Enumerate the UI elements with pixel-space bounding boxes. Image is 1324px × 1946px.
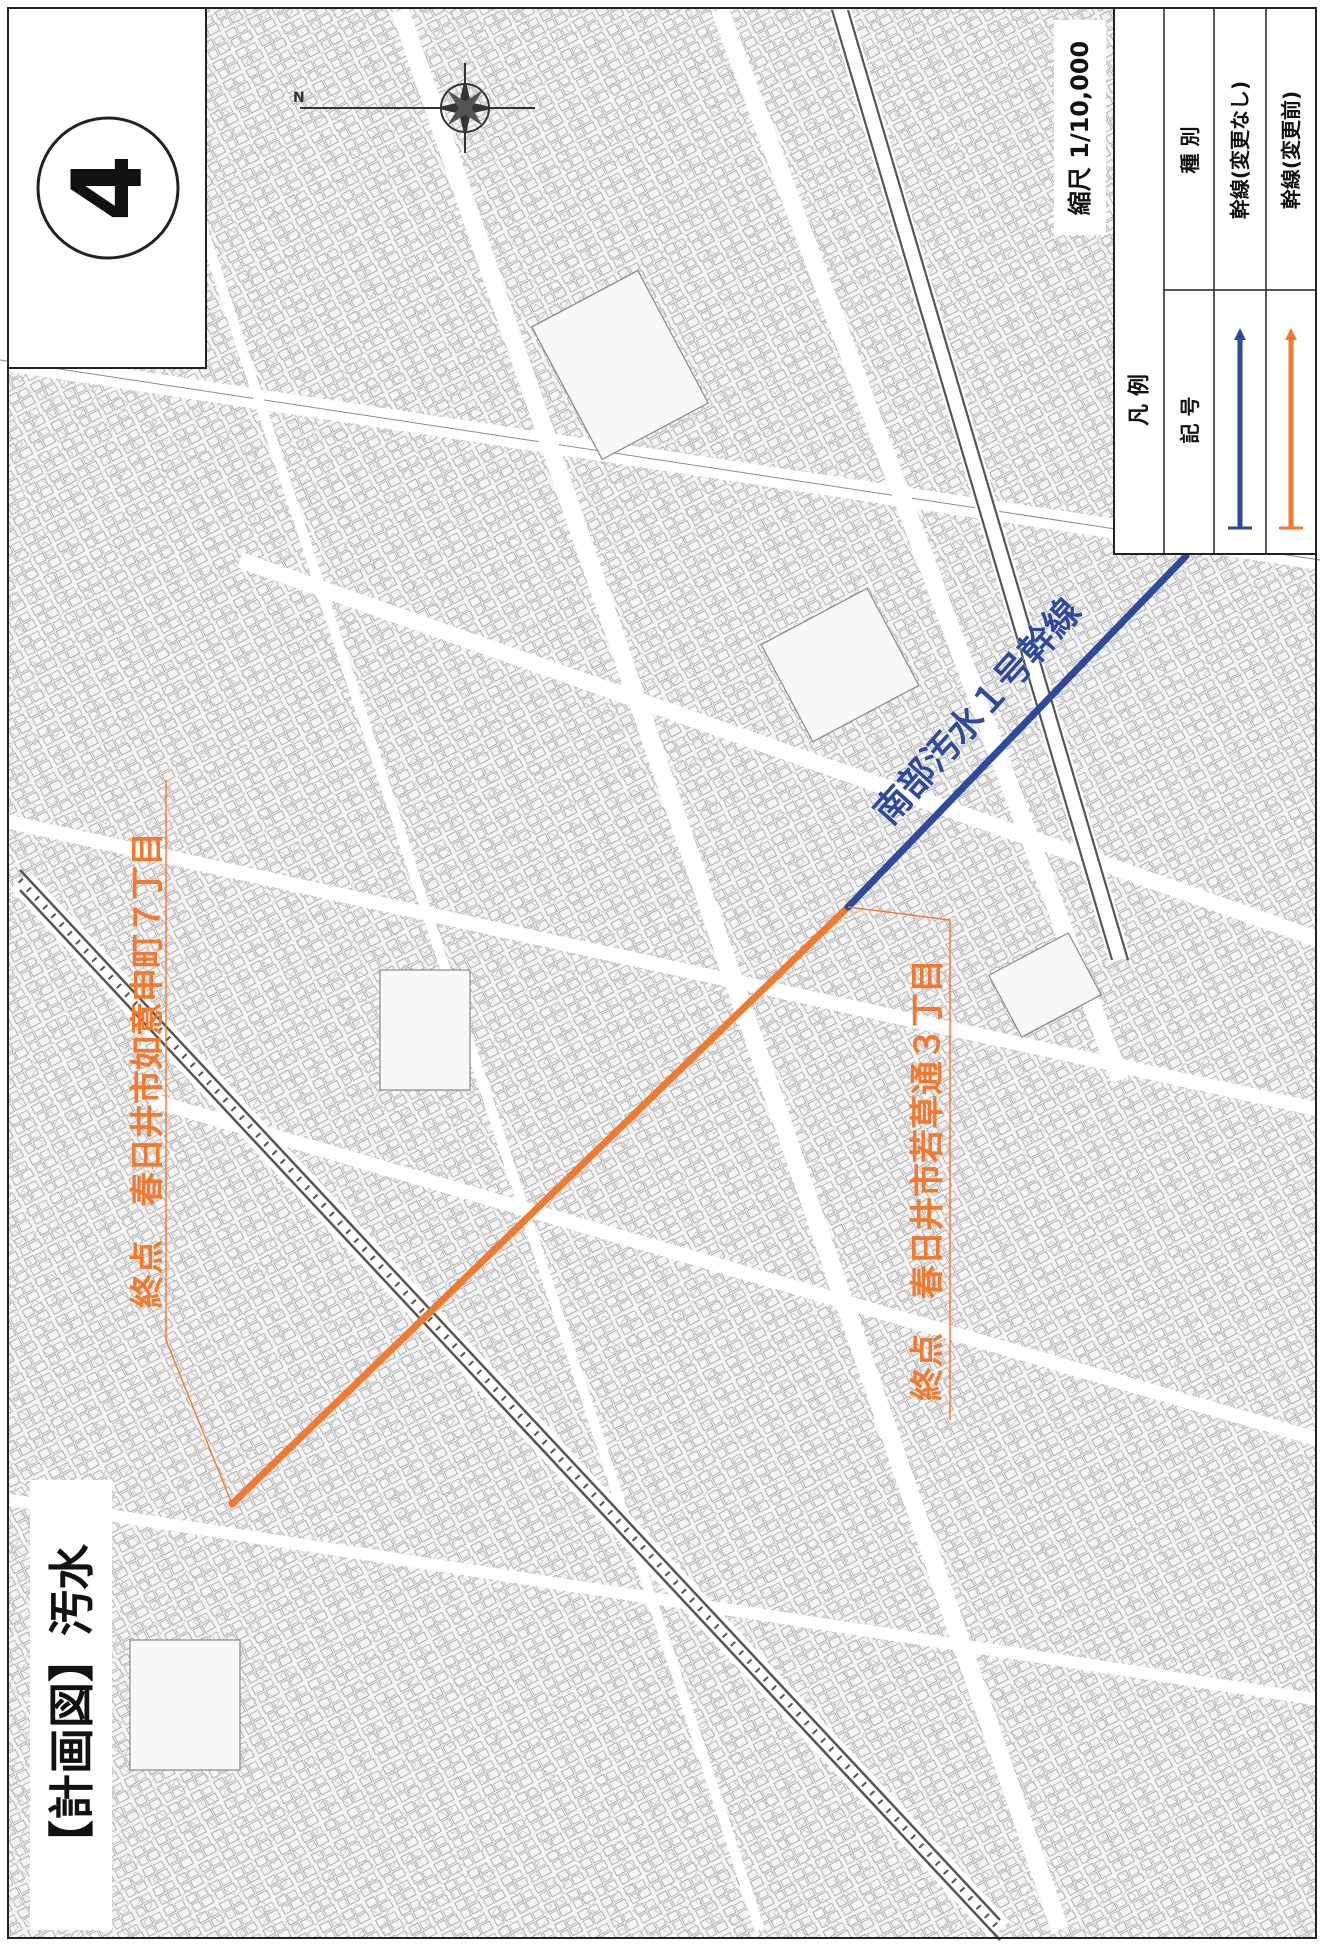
large-facilities [129,269,1102,1771]
basemap [0,6,1323,1941]
plan-title: 【計画図】汚水 [45,1543,99,1866]
road-network [0,6,1323,1933]
map-frame [7,7,1317,1939]
endpoint-lower-label: 終点 春日井市若草通３丁目 [908,959,948,1401]
sheet-number-box: 4 [7,7,207,369]
legend-blue-arrow-icon [1234,328,1246,340]
upper-endpoint-leader [165,780,233,1505]
scale-label: 縮尺 1/10,000 [1066,41,1094,215]
svg-text:N: N [293,90,305,106]
railway [10,6,1131,1941]
orange-trunk-line [228,903,852,1508]
sheet-number: 4 [52,155,164,222]
scale-label-group: 縮尺 1/10,000 [1054,20,1106,235]
legend-orange-arrow-icon [1285,328,1297,340]
legend-row-blue-label: 幹線(変更なし) [1228,81,1252,219]
legend: 凡 例 種 別 記 号 幹線(変更なし) 幹線(変更前) [1113,7,1317,555]
plan-title-box: 【計画図】汚水 [30,1480,112,1930]
legend-title: 凡 例 [1128,374,1153,426]
compass-rose-icon: N [293,63,535,153]
lower-endpoint-leader [847,906,951,1420]
legend-symbol-heading: 記 号 [1178,397,1202,444]
sheet-number-circle [36,116,180,260]
sewer-lines [228,552,1190,1508]
endpoint-leaders [165,780,951,1505]
legend-row-orange-label: 幹線(変更前) [1279,91,1303,209]
endpoint-upper-label: 終点 春日井市如意申町７丁目 [128,832,168,1308]
blue-trunk-line [844,552,1190,911]
legend-type-heading: 種 別 [1178,127,1202,174]
